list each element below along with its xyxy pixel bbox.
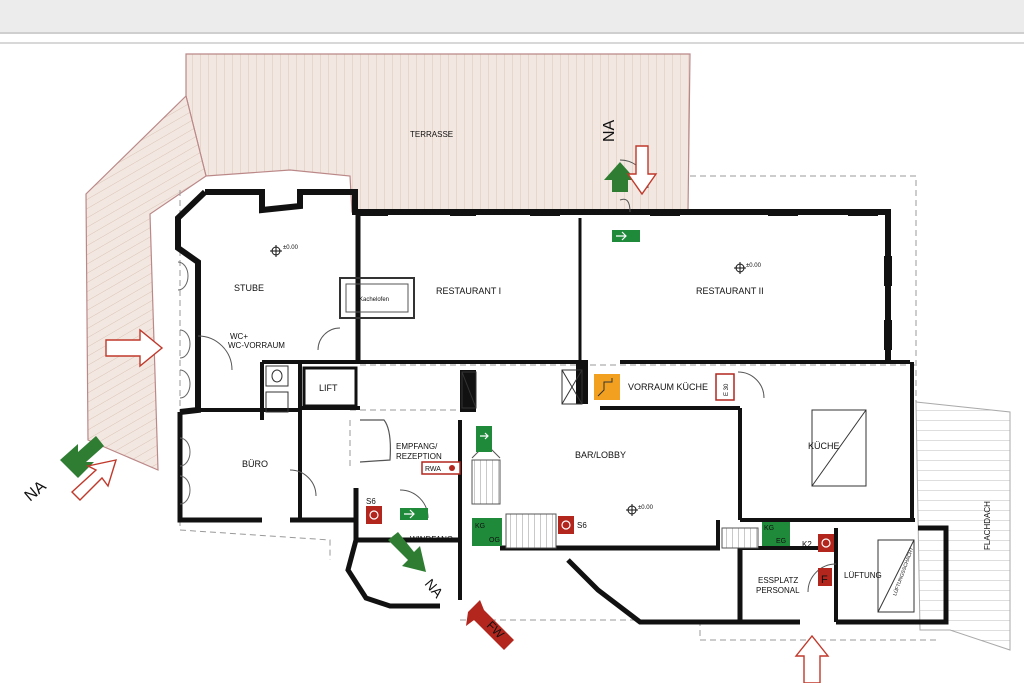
label-flachdach: FLACHDACH [983,501,992,550]
terrace-area [85,53,691,471]
room-label-vorraum-kueche: VORRAUM KÜCHE [628,382,708,392]
label-og-left: OG [489,537,500,544]
level-marker-icons [270,245,746,516]
room-label-kueche: KÜCHE [808,441,840,451]
lift-shaft [302,366,358,408]
wc-fixtures [265,365,289,413]
level-label-stube: ±0.00 [283,245,299,251]
level-label-restaurant-2: ±0.00 [746,263,762,269]
reception-desk [359,419,391,463]
room-label-windfang: WINDFANG [410,535,453,544]
room-label-restaurant-1: RESTAURANT I [436,286,501,296]
label-na-windfang: NA [422,576,447,602]
fire-extinguisher-signs [366,506,834,586]
label-lueftungsschacht: LÜFTUNGSSCHACHT [891,546,915,596]
label-kachelofen: Kachelofen [359,297,389,303]
label-s6-right: S6 [577,521,587,530]
label-kg-left: KG [475,523,485,530]
label-na-left: NA [22,478,50,506]
label-k2: K2 [802,540,812,549]
flat-roof-area [915,401,1011,651]
stube-windows [177,261,191,505]
entry-arrow-outlines [70,145,830,683]
emergency-exit-arrow-left [60,436,104,478]
label-e30: E 30 [724,383,730,396]
room-label-empfang-line2: REZEPTION [396,452,442,461]
emergency-exit-arrow-top [604,162,636,192]
room-label-terrasse: TERRASSE [410,130,453,139]
label-f-marker: F [821,574,828,586]
fire-brigade-arrow [466,600,514,650]
window-top-bar [0,0,1024,34]
room-label-restaurant-2: RESTAURANT II [696,286,764,296]
room-label-wc-line2: WC-VORRAUM [228,341,285,350]
emergency-exit-arrow-windfang [388,532,426,572]
building-outline-dashed [179,175,940,641]
label-kg-right: KG [764,525,774,532]
kitchen-hood [811,409,867,487]
orange-marker [594,374,620,400]
ventilation-shaft [877,539,915,613]
room-label-essplatz-line1: ESSPLATZ [758,576,798,585]
room-label-essplatz-line2: PERSONAL [756,586,800,595]
level-label-bar-lobby: ±0.00 [638,505,654,511]
room-label-bar-lobby: BAR/LOBBY [575,450,626,460]
room-label-stube: STUBE [234,283,264,293]
room-label-lueftung: LÜFTUNG [844,571,882,580]
label-na-top: NA [601,119,618,142]
divider [0,42,1024,44]
stair-elements [471,443,759,549]
label-eg-right: EG [776,538,786,545]
room-label-lift: LIFT [319,383,338,393]
crossed-boxes [461,369,583,409]
rwa-box-frame [421,461,461,475]
room-label-buero: BÜRO [242,459,268,469]
e30-box-frame [715,373,735,401]
label-rwa: RWA [425,466,441,473]
exit-signs [400,230,790,546]
room-label-empfang-line1: EMPFANG/ [396,442,438,451]
walls [175,189,949,625]
label-s6-left: S6 [366,497,376,506]
room-label-wc-line1: WC+ [230,332,248,341]
